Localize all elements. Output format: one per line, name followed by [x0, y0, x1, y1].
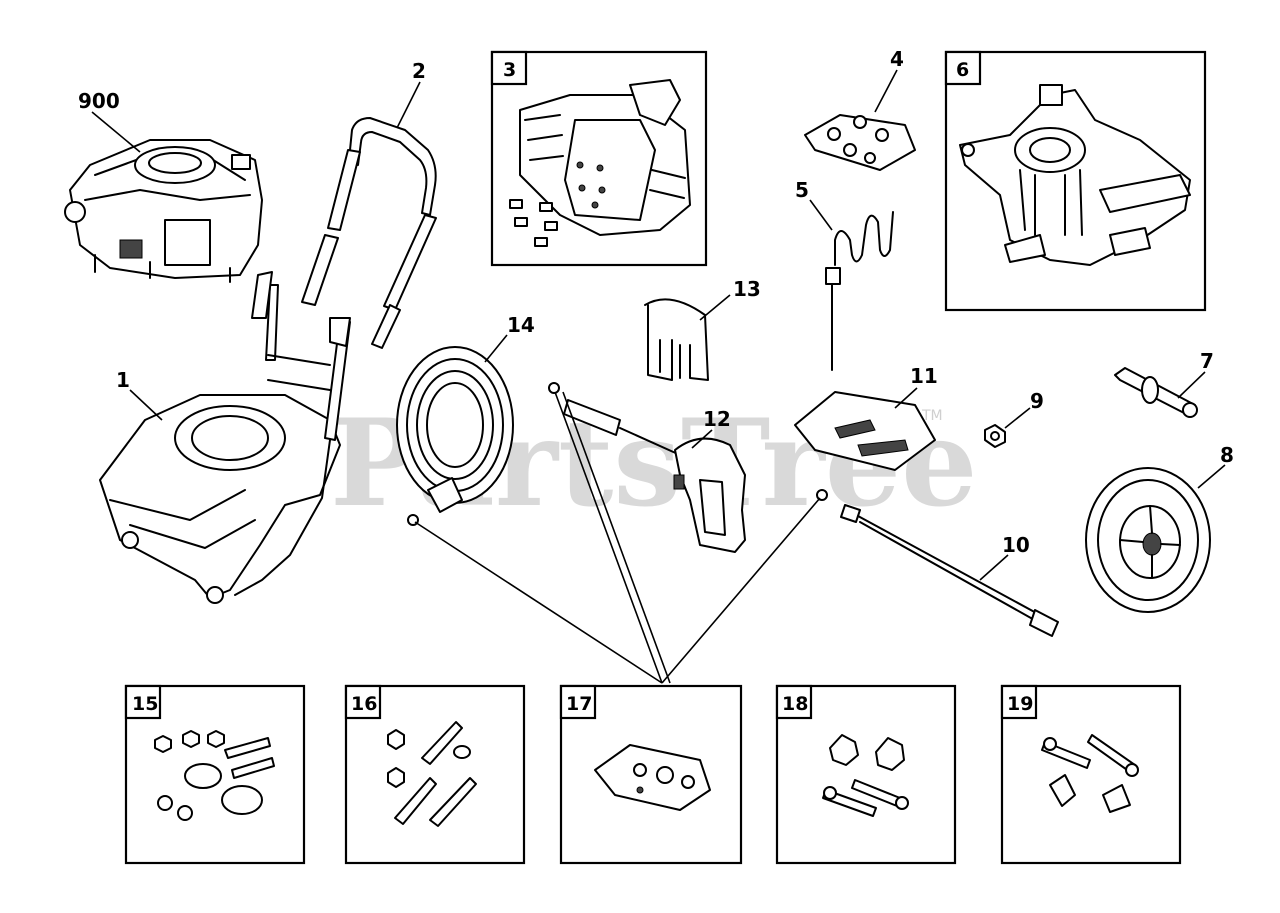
box-label-6: 6 [956, 59, 969, 81]
box-label-3: 3 [503, 59, 516, 81]
holder-part[interactable] [644, 298, 709, 381]
callout-4: 4 [890, 47, 904, 71]
hose-part[interactable] [396, 346, 514, 526]
watermark-trademark: TM [921, 408, 943, 424]
callout-1: 1 [116, 368, 130, 392]
wheel-hardware-box[interactable]: 19 [1000, 684, 1182, 865]
ignition-plate-part[interactable] [804, 114, 916, 171]
handle-hardware-box[interactable]: 16 [344, 684, 526, 865]
base-hardware-box[interactable]: 15 [124, 684, 306, 865]
box-label-16: 16 [351, 693, 377, 715]
lance-part[interactable] [816, 489, 1059, 637]
frame-part[interactable] [99, 271, 351, 604]
callout-2: 2 [412, 59, 426, 83]
callout-13: 13 [733, 277, 761, 301]
wheel-part[interactable] [1085, 467, 1211, 613]
callout-900: 900 [78, 89, 120, 113]
callout-5: 5 [795, 178, 809, 202]
oring-leader-lines [414, 391, 821, 684]
box-label-15: 15 [132, 693, 158, 715]
box-label-18: 18 [782, 693, 808, 715]
nozzle-kit-part[interactable] [794, 391, 936, 471]
callout-14: 14 [507, 313, 535, 337]
control-panel-box[interactable]: 3 [490, 50, 708, 267]
callout-12: 12 [703, 407, 731, 431]
box-label-17: 17 [566, 693, 592, 715]
gun-part[interactable] [548, 382, 746, 553]
box-label-19: 19 [1007, 693, 1033, 715]
oring-kit-box[interactable]: 17 [559, 684, 743, 865]
callout-7: 7 [1200, 349, 1214, 373]
engine-part[interactable] [64, 139, 263, 283]
pump-box[interactable]: 6 [944, 50, 1207, 312]
screws-icon [509, 199, 558, 247]
callout-11: 11 [910, 364, 938, 388]
callout-8: 8 [1220, 443, 1234, 467]
valve-part[interactable] [1114, 367, 1198, 418]
nut-part[interactable] [984, 424, 1006, 448]
knob-hardware-box[interactable]: 18 [775, 684, 957, 865]
hose-clip-part[interactable] [825, 211, 894, 371]
callout-10: 10 [1002, 533, 1030, 557]
handle-part[interactable] [301, 117, 437, 349]
callout-9: 9 [1030, 389, 1044, 413]
